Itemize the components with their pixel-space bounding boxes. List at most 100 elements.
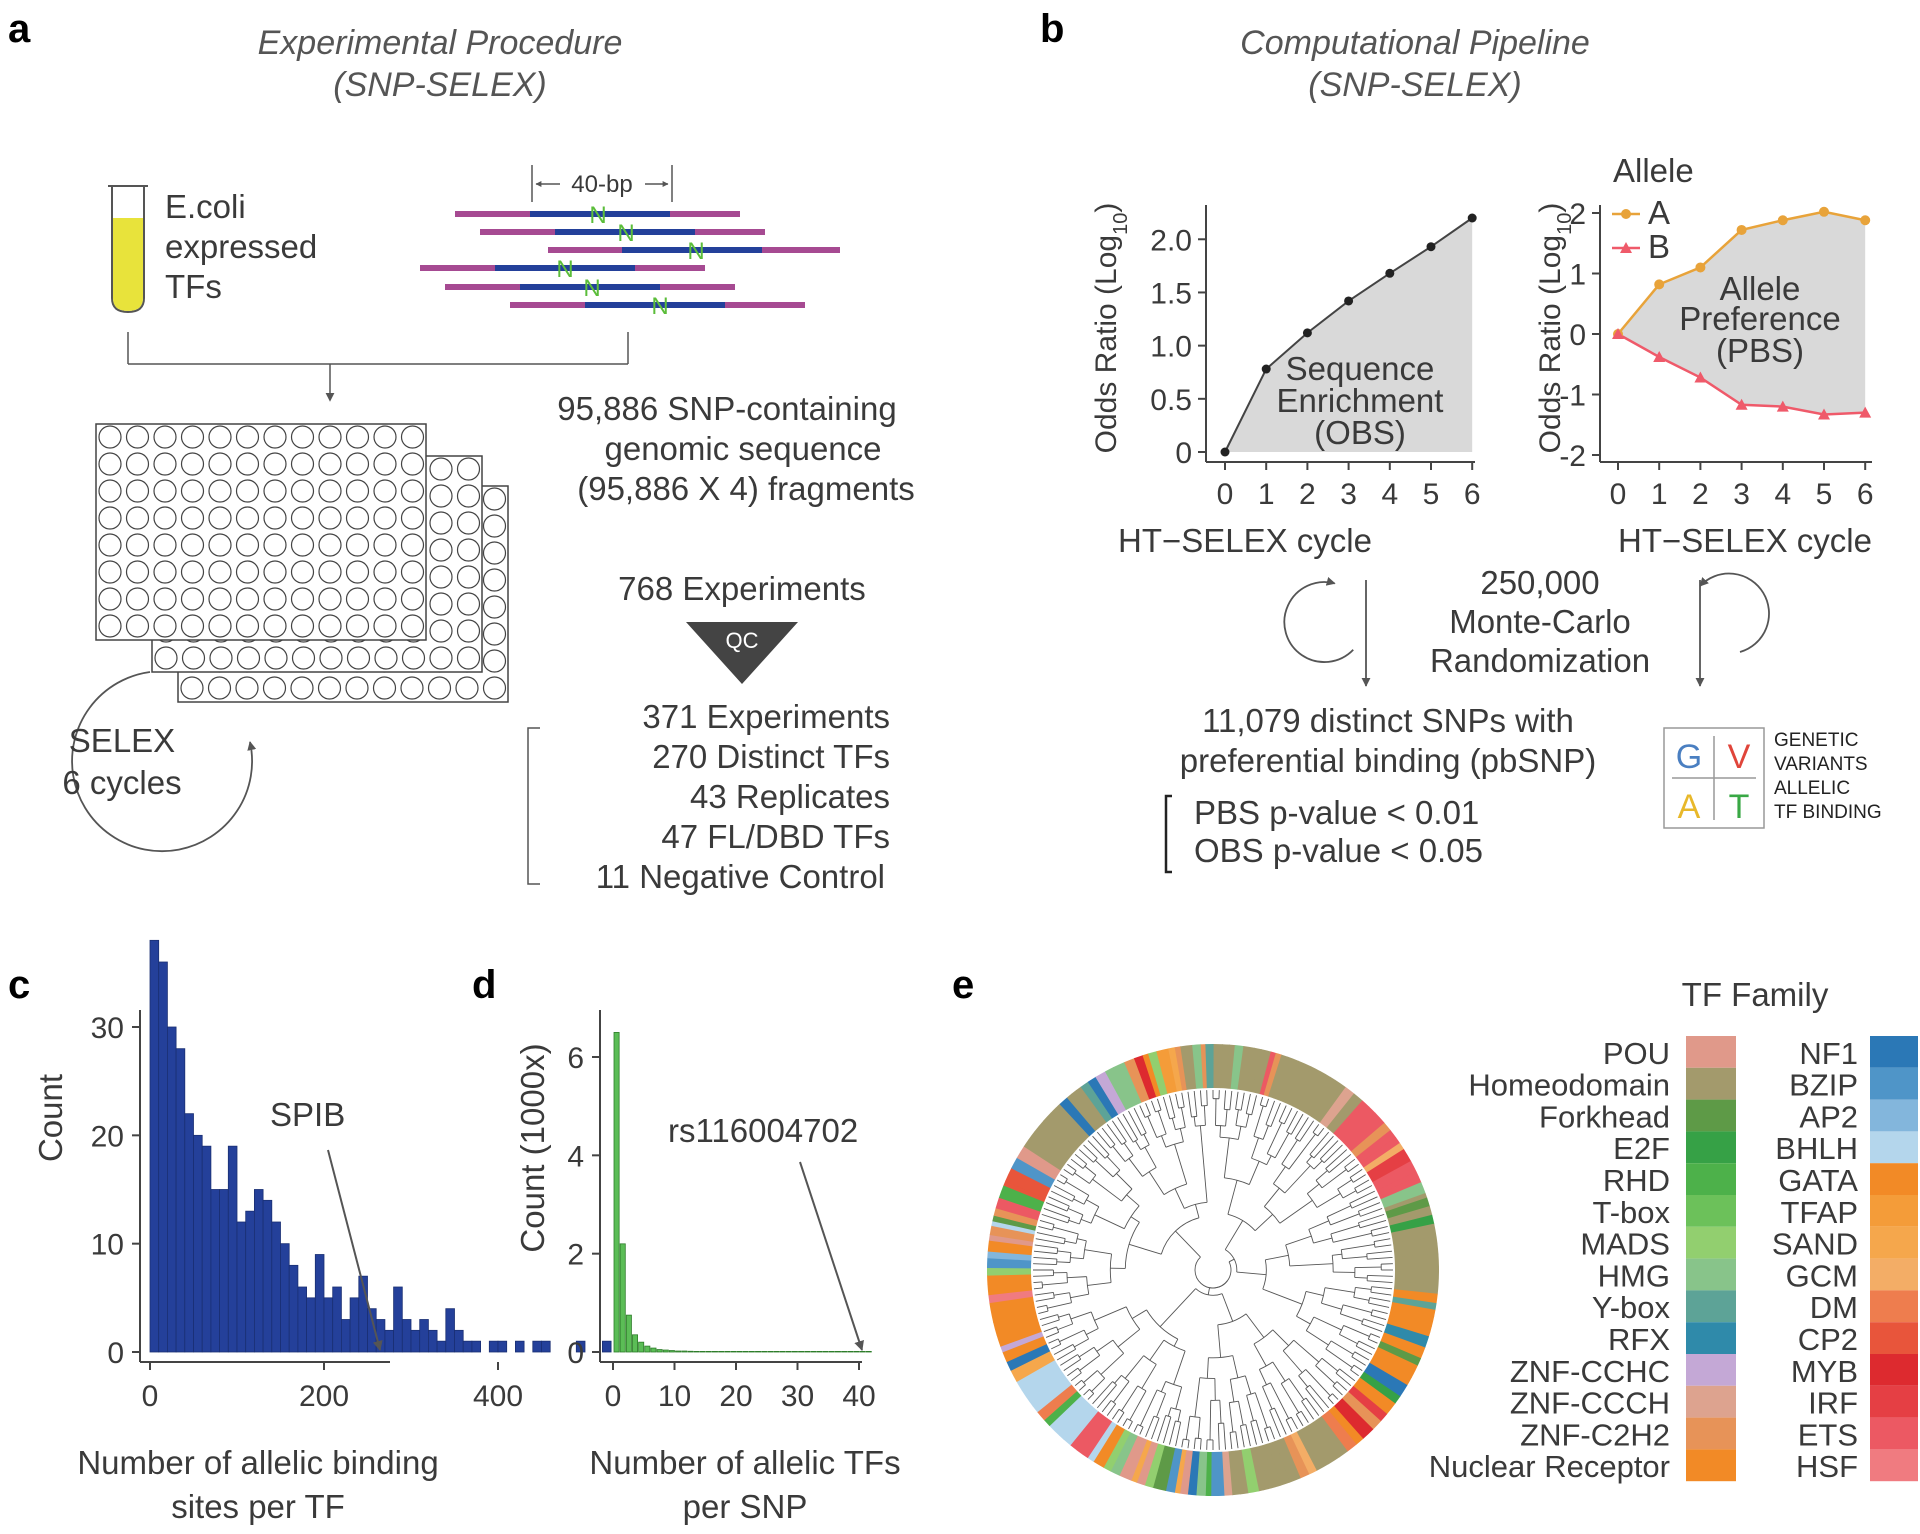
d-bar xyxy=(865,1351,872,1353)
tree-arc xyxy=(1251,1157,1267,1166)
tree-arc xyxy=(1325,1168,1330,1173)
tf-ring-segment xyxy=(1291,1066,1321,1110)
tree-branch xyxy=(1219,1400,1222,1424)
tf-ring-segment xyxy=(1393,1236,1438,1249)
d-bar xyxy=(816,1351,823,1353)
selex-label: SELEX xyxy=(69,722,175,759)
tree-branch xyxy=(1063,1168,1074,1176)
tf-ring-segment xyxy=(1165,1447,1183,1493)
tree-arc xyxy=(1370,1230,1373,1237)
tree-branch xyxy=(1315,1365,1336,1385)
tree-arc xyxy=(1338,1325,1345,1335)
pbs-ytick: 2 xyxy=(1569,198,1586,231)
tf-ring-segment xyxy=(1237,1046,1255,1092)
tree-branch xyxy=(1080,1218,1092,1224)
tree-arc xyxy=(1075,1233,1079,1244)
tree-arc xyxy=(1285,1416,1292,1421)
obs-xtick: 5 xyxy=(1423,478,1440,511)
d-bar xyxy=(668,1350,675,1353)
connector xyxy=(127,332,629,402)
tf-ring-segment xyxy=(1311,1079,1347,1123)
c-bar xyxy=(349,1297,360,1353)
tree-branch xyxy=(1059,1329,1085,1342)
bp-label: 40-bp xyxy=(571,171,632,198)
tree-branch xyxy=(1035,1238,1065,1245)
tf-family-legend-left: POUHomeodomainForkheadE2FRHDT-boxMADSHMG… xyxy=(1429,1036,1736,1484)
tf-ring-segment xyxy=(1168,1047,1183,1092)
family-label: NF1 xyxy=(1799,1036,1858,1071)
tree-branch xyxy=(1342,1256,1368,1260)
tf-ring-segment xyxy=(1043,1112,1083,1150)
tree-arc xyxy=(1052,1224,1055,1231)
allele-b-point xyxy=(1694,371,1707,383)
tf-ring-segment xyxy=(1192,1044,1204,1089)
snp-n-label: N xyxy=(617,220,634,247)
tree-branch xyxy=(1207,1287,1211,1295)
tree-branch xyxy=(1067,1276,1087,1279)
tree-branch xyxy=(1370,1333,1381,1338)
tf-ring-segment xyxy=(1306,1420,1340,1465)
d-bar xyxy=(798,1351,805,1353)
tf-ring-segment xyxy=(1066,1093,1100,1132)
tree-branch xyxy=(1169,1095,1176,1118)
tree-branch xyxy=(1130,1216,1140,1223)
tree-arc xyxy=(1227,1213,1256,1231)
tree-branch xyxy=(1043,1208,1070,1219)
tree-branch xyxy=(1358,1213,1385,1224)
tree-branch xyxy=(1223,1137,1230,1178)
tree-branch xyxy=(1280,1383,1300,1413)
tree-arc xyxy=(1170,1407,1181,1411)
d-bar xyxy=(687,1350,694,1353)
tree-branch xyxy=(1078,1346,1095,1358)
tree-branch xyxy=(1149,1339,1165,1361)
family-swatch xyxy=(1870,1036,1918,1068)
tree-branch xyxy=(1229,1090,1233,1110)
tf-ring-segment xyxy=(987,1240,1033,1256)
tree-arc xyxy=(1195,1437,1202,1440)
c-xlabel-2: sites per TF xyxy=(171,1488,345,1525)
d-bar xyxy=(859,1351,866,1353)
family-swatch xyxy=(1686,1385,1736,1418)
tf-ring-segment xyxy=(1251,1049,1272,1095)
tree-arc xyxy=(1078,1214,1084,1225)
tree-branch xyxy=(1266,1155,1272,1165)
tf-ring-segment xyxy=(1032,1379,1072,1413)
c-bar xyxy=(393,1286,403,1353)
d-bar xyxy=(718,1351,725,1353)
c-bar xyxy=(193,1134,203,1353)
d-bar xyxy=(619,1243,626,1353)
tree-branch xyxy=(1156,1098,1162,1111)
tree-branch xyxy=(1047,1302,1072,1309)
tube-label-1: E.coli xyxy=(165,188,246,225)
tree-branch xyxy=(1301,1400,1315,1420)
tree-branch xyxy=(1317,1127,1325,1137)
tree-branch xyxy=(1147,1116,1158,1138)
tree-arc xyxy=(1262,1382,1271,1387)
tf-ring-segment xyxy=(1385,1197,1430,1219)
tree-arc xyxy=(1121,1188,1133,1202)
tf-ring-segment xyxy=(1210,1451,1225,1496)
tree-branch xyxy=(1173,1338,1179,1347)
d-bar xyxy=(810,1351,817,1353)
d-xlabel-1: Number of allelic TFs xyxy=(589,1444,900,1481)
c-xtick: 0 xyxy=(142,1380,159,1413)
tree-branch xyxy=(1363,1318,1385,1327)
tf-ring-segment xyxy=(1058,1403,1093,1440)
tree-branch xyxy=(1289,1263,1334,1267)
snp-n-label: N xyxy=(687,238,704,265)
tree-branch xyxy=(1309,1384,1330,1409)
tf-ring-segment xyxy=(1241,1448,1260,1494)
tree-branch xyxy=(1053,1226,1079,1235)
c-bar xyxy=(323,1297,334,1353)
tree-branch xyxy=(1367,1280,1393,1284)
tree-arc xyxy=(1195,1124,1206,1127)
tree-branch xyxy=(1228,1258,1235,1263)
tf-ring-segment xyxy=(993,1312,1039,1336)
tree-branch xyxy=(1235,1431,1239,1449)
family-swatch xyxy=(1686,1354,1736,1386)
c-ytick: 0 xyxy=(107,1337,124,1370)
tree-branch xyxy=(1245,1424,1251,1447)
tree-branch xyxy=(1305,1291,1324,1296)
